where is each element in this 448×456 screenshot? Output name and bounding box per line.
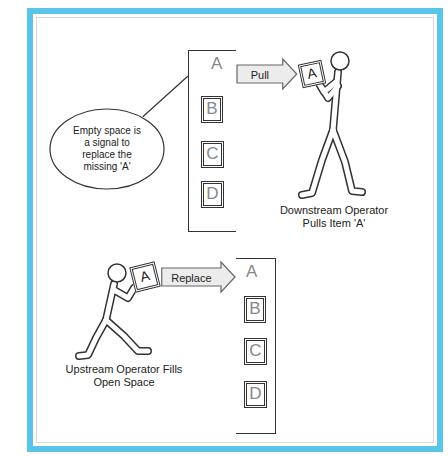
item-letter: D: [249, 385, 261, 404]
callout-text: Empty space is a signal to replace the m…: [70, 125, 144, 173]
edge-label-holder: Replace: [171, 268, 211, 286]
caption-holder: Upstream Operator Fills Open Space: [62, 363, 186, 389]
arrow-label: Replace: [171, 272, 211, 284]
operator-caption: Upstream Operator Fills Open Space: [62, 363, 186, 389]
item-box: A: [298, 60, 326, 88]
empty-slot-letter: A: [246, 263, 257, 282]
item-box: C: [244, 338, 267, 365]
operator-caption: Downstream Operator Pulls Item 'A': [272, 204, 396, 230]
storage-rack: A B C D: [188, 50, 236, 232]
item-letter: C: [206, 145, 218, 164]
caption-holder: Downstream Operator Pulls Item 'A': [272, 204, 396, 230]
downstream-operator: [302, 52, 362, 195]
callout-ellipse: [50, 109, 164, 189]
leader-line: [143, 76, 188, 117]
item-letter: D: [206, 185, 218, 204]
item-box: B: [244, 296, 266, 323]
storage-rack: AB C D: [236, 258, 276, 434]
item-letter: B: [249, 300, 260, 319]
item-box: D: [201, 181, 224, 208]
item-box: D: [244, 381, 267, 408]
item-box: C: [201, 141, 224, 168]
item-letter: A: [139, 268, 152, 285]
block-arrow: [237, 59, 297, 89]
item-letter: C: [249, 342, 261, 361]
block-arrow: [162, 262, 235, 292]
item-letter: A: [306, 65, 318, 82]
arrow-label: Pull: [251, 69, 269, 81]
outer-frame: [27, 8, 443, 452]
item-box: A: [129, 261, 161, 293]
callout-bubble: Empty space is a signal to replace the m…: [49, 108, 165, 190]
item-box: B: [201, 96, 223, 123]
edge-label-holder: Pull: [251, 65, 269, 83]
item-letter: B: [206, 100, 217, 119]
empty-slot-letter: A: [211, 55, 222, 74]
